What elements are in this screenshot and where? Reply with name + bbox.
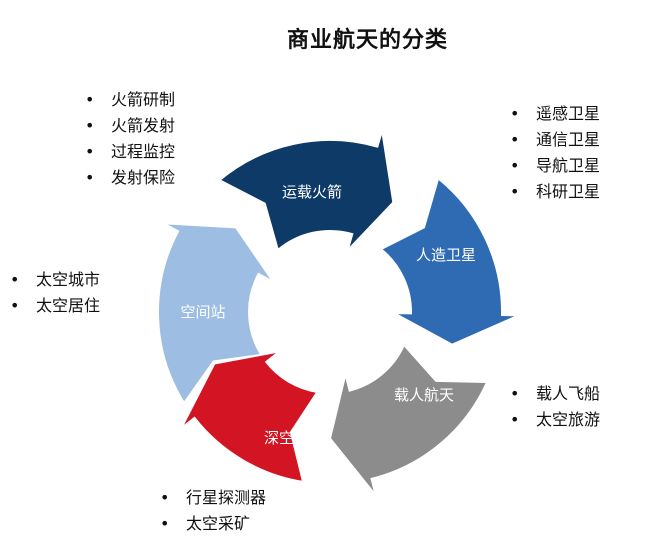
list-item: 太空旅游 — [510, 407, 600, 433]
segment-label-station: 空间站 — [180, 303, 225, 321]
satellite-list: 遥感卫星 通信卫星 导航卫星 科研卫星 — [510, 101, 600, 205]
list-item: 火箭发射 — [85, 113, 175, 139]
crewed-list: 载人飞船 太空旅游 — [510, 381, 600, 433]
deep-space-list: 行星探测器 太空采矿 — [160, 485, 266, 537]
segment-label-satellite: 人造卫星 — [416, 246, 476, 264]
list-item: 科研卫星 — [510, 179, 600, 205]
list-item: 火箭研制 — [85, 87, 175, 113]
list-item: 遥感卫星 — [510, 101, 600, 127]
list-item: 太空采矿 — [160, 511, 266, 537]
list-item: 通信卫星 — [510, 127, 600, 153]
station-list: 太空城市 太空居住 — [10, 267, 100, 319]
segment-station — [156, 222, 275, 405]
segment-label-rocket: 运载火箭 — [282, 183, 342, 201]
diagram-title: 商业航天的分类 — [286, 28, 448, 53]
list-item: 行星探测器 — [160, 485, 266, 511]
cycle-segments — [156, 130, 520, 497]
segment-label-deep-space: 深空探测 — [264, 429, 324, 447]
list-item: 发射保险 — [85, 165, 175, 191]
list-item: 导航卫星 — [510, 153, 600, 179]
list-item: 太空居住 — [10, 293, 100, 319]
list-item: 过程监控 — [85, 139, 175, 165]
list-item: 太空城市 — [10, 267, 100, 293]
cycle-labels: 运载火箭 人造卫星 载人航天 深空探测 空间站 — [180, 183, 476, 447]
segment-rocket — [217, 130, 395, 252]
rocket-list: 火箭研制 火箭发射 过程监控 发射保险 — [85, 87, 175, 191]
segment-crewed — [328, 343, 489, 497]
segment-satellite — [379, 176, 520, 346]
segment-deep-space — [180, 350, 319, 484]
segment-label-crewed: 载人航天 — [394, 386, 454, 404]
list-item: 载人飞船 — [510, 381, 600, 407]
